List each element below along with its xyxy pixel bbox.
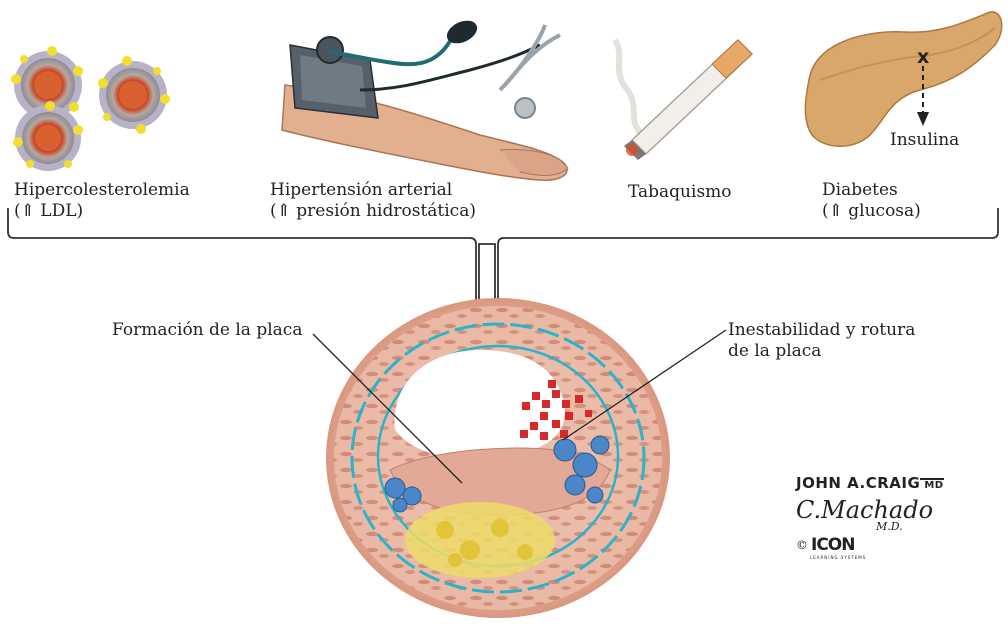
risk-factor-label-diabetes: Diabetes (⇑ glucosa) — [822, 180, 921, 222]
risk-factor-label-hypercholesterolemia: Hipercolesterolemia (⇑ LDL) — [14, 180, 190, 222]
artist-name: JOHN A.CRAIG — [796, 474, 920, 492]
risk-factor-name: Diabetes — [822, 180, 921, 201]
insulin-label: Insulina — [890, 130, 959, 151]
risk-factor-name: Tabaquismo — [628, 182, 732, 203]
icon-logo-subtitle: LEARNING SYSTEMS — [810, 555, 996, 560]
risk-factor-label-smoking: Tabaquismo — [628, 182, 732, 203]
co-artist-suffix: M.D. — [876, 520, 996, 533]
plaque-instability-line2: de la placa — [728, 341, 915, 362]
artery-cross-section — [326, 298, 670, 618]
cigarette-icon — [615, 40, 752, 160]
plaque-instability-line1: Inestabilidad y rotura — [728, 320, 915, 341]
plaque-formation-label: Formación de la placa — [112, 320, 302, 341]
block-mark: x — [917, 46, 929, 68]
plaque-instability-label: Inestabilidad y rotura de la placa — [728, 320, 915, 362]
blood-pressure-cuff-icon — [282, 16, 568, 180]
co-artist-name: C.Machado — [796, 496, 933, 524]
pancreas-icon — [805, 12, 1001, 146]
risk-factor-effect: (⇑ presión hidrostática) — [270, 201, 476, 222]
risk-factor-label-hypertension: Hipertensión arterial (⇑ presión hidrost… — [270, 180, 476, 222]
risk-factor-effect: (⇑ glucosa) — [822, 201, 921, 222]
icon-logo: ICON — [811, 535, 854, 555]
ldl-particles-icon — [11, 46, 170, 171]
risk-factor-effect: (⇑ LDL) — [14, 201, 190, 222]
risk-factor-name: Hipercolesterolemia — [14, 180, 190, 201]
artist-suffix: MD — [920, 478, 943, 491]
risk-factor-name: Hipertensión arterial — [270, 180, 476, 201]
copyright-mark: © — [796, 538, 808, 552]
